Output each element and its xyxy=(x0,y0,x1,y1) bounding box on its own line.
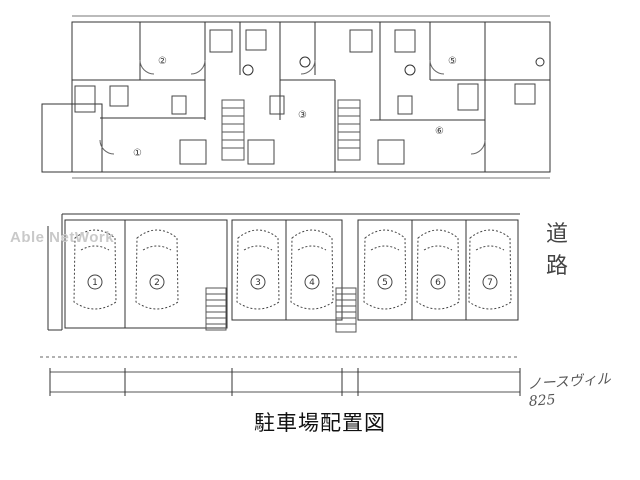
parking-car-outline xyxy=(468,229,512,310)
parking-car-outline xyxy=(290,229,334,310)
space-number-circle xyxy=(377,274,393,290)
road-label-1: 道 xyxy=(545,222,568,247)
space-number-circle xyxy=(87,274,103,290)
space-number: 1 xyxy=(92,278,98,288)
diagram-caption: 駐車場配置図 xyxy=(254,411,386,435)
parking-car-outline xyxy=(236,229,280,310)
unit-number: ① xyxy=(133,148,142,159)
car-windshield xyxy=(243,245,273,251)
space-number: 6 xyxy=(435,278,441,288)
space-number-circle xyxy=(482,274,498,290)
parking-car-outline xyxy=(416,229,460,310)
car-windshield xyxy=(142,245,172,251)
building-outline xyxy=(71,21,551,173)
space-number-circle xyxy=(430,274,446,290)
space-number-circle xyxy=(250,274,266,290)
space-number-circle xyxy=(304,274,320,290)
watermark: Able NetWork xyxy=(10,229,115,246)
car-windshield xyxy=(475,245,505,251)
space-number: 4 xyxy=(309,278,315,288)
parking-car-outline xyxy=(135,229,179,310)
car-windshield xyxy=(370,245,400,251)
space-number: 3 xyxy=(255,278,261,288)
space-number-circle xyxy=(149,274,165,290)
road-label-2: 路 xyxy=(545,254,568,279)
unit-number: ⑤ xyxy=(448,56,457,67)
car-windshield xyxy=(297,245,327,251)
space-number: 2 xyxy=(154,278,160,288)
unit-number: ② xyxy=(158,56,167,67)
car-windshield xyxy=(80,245,110,251)
car-windshield xyxy=(423,245,453,251)
unit-number: ③ xyxy=(298,110,307,121)
space-number: 5 xyxy=(382,278,388,288)
space-number: 7 xyxy=(487,278,493,288)
parking-car-outline xyxy=(363,229,407,310)
unit-number: ⑥ xyxy=(435,126,444,137)
handwritten-note: ノースヴィル 825 xyxy=(527,371,612,410)
